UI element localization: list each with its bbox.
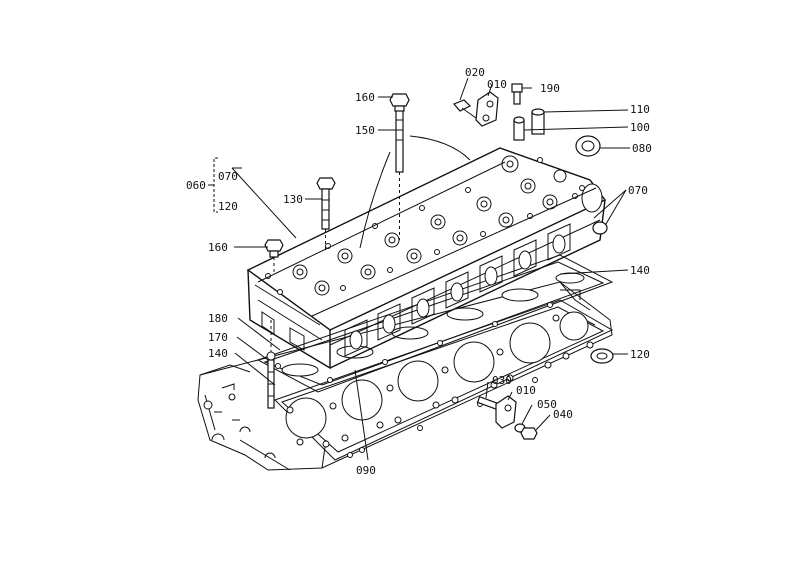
valve-seats: [292, 155, 567, 296]
callout-190: 190: [540, 82, 560, 95]
callout-130: 130: [283, 193, 303, 206]
callout-070-group: 070: [218, 170, 238, 183]
callout-110: 110: [630, 103, 650, 116]
callout-090: 090: [356, 464, 376, 477]
callout-010-bottom: 010: [516, 384, 536, 397]
callout-050: 050: [537, 398, 557, 411]
callout-170: 170: [208, 331, 228, 344]
cap-080: [575, 135, 601, 157]
sleeve-110: [531, 108, 545, 135]
bracket-010-top: [475, 91, 499, 127]
callout-040: 040: [553, 408, 573, 421]
callout-060: 060: [186, 179, 206, 192]
callout-120-right: 120: [630, 348, 650, 361]
callout-010-top: 010: [487, 78, 507, 91]
cap-070-right: [592, 221, 608, 235]
callout-030: 030: [492, 374, 512, 387]
bolt-030: [476, 395, 500, 411]
nut-160-top: [389, 93, 410, 112]
callout-140-left: 140: [208, 347, 228, 360]
leader-lines: [208, 77, 630, 461]
engine-block: [197, 281, 613, 471]
callout-180: 180: [208, 312, 228, 325]
callout-150: 150: [355, 124, 375, 137]
head-bolt-holes: [265, 157, 585, 295]
nut-160-left: [264, 239, 284, 272]
plug-190: [511, 83, 523, 105]
bolt-130: [316, 177, 336, 250]
bracket-010-bottom: [495, 395, 517, 429]
callout-100: 100: [630, 121, 650, 134]
nut-040: [520, 427, 538, 440]
bolt-020: [452, 99, 477, 119]
head-gasket-lower: [274, 299, 614, 461]
stud-bolt-150: [395, 109, 404, 240]
callout-120-group: 120: [218, 200, 238, 213]
callout-080: 080: [632, 142, 652, 155]
callout-070-right: 070: [628, 184, 648, 197]
breather-hose: [409, 135, 471, 161]
seal-120-right: [590, 348, 614, 364]
callout-160-left: 160: [208, 241, 228, 254]
callout-labels: 020 010 190 110 100 080 160 150 060 070 …: [186, 66, 652, 477]
callout-140-right: 140: [630, 264, 650, 277]
sleeve-100: [513, 116, 525, 141]
callout-160-top: 160: [355, 91, 375, 104]
callout-020: 020: [465, 66, 485, 79]
cylinder-head: [246, 147, 607, 370]
